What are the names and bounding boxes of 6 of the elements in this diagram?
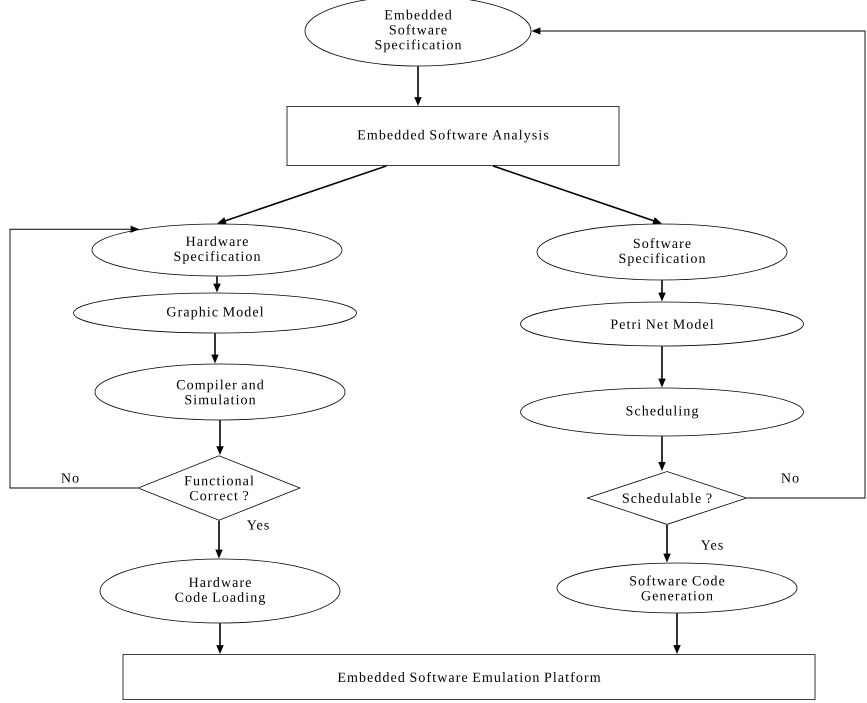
edge-label: Yes xyxy=(246,519,270,531)
process-box: Embedded Software Emulation Platform xyxy=(122,654,816,700)
edge-label: No xyxy=(60,472,80,484)
edge-label: Yes xyxy=(700,539,724,551)
edge-label: No xyxy=(780,472,800,484)
process-box: Embedded Software Analysis xyxy=(286,106,620,166)
